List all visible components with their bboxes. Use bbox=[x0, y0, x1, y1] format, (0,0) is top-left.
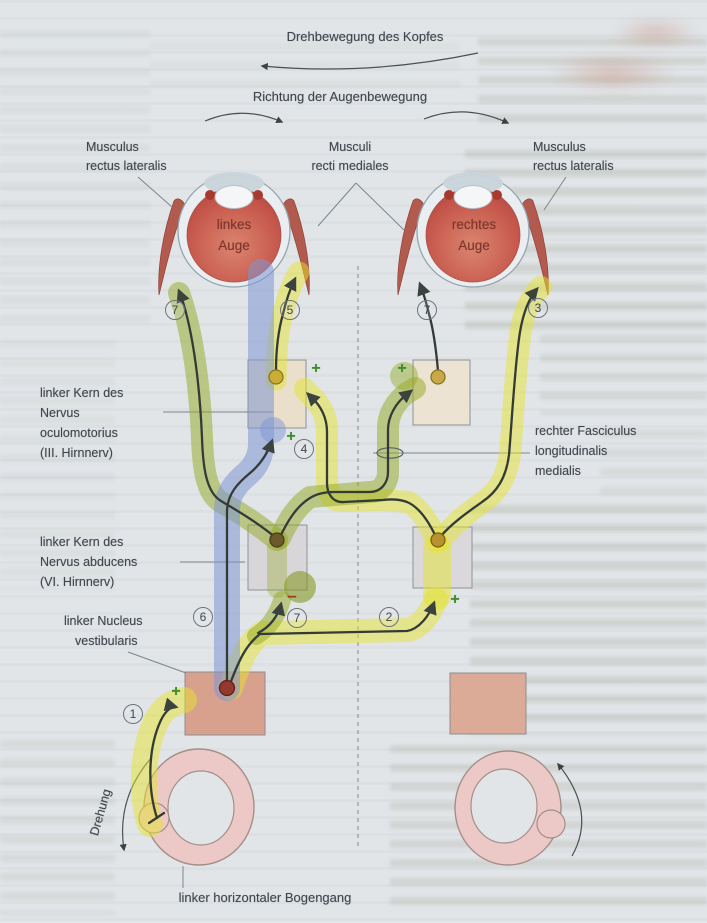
left-abducens-neuron bbox=[269, 532, 285, 548]
right-eye-label: rechtes Auge bbox=[429, 214, 519, 256]
oculomotor-nucleus-label: linker Kern des Nervus oculomotorius (II… bbox=[40, 383, 123, 463]
path-3-to-right-lateral-rectus bbox=[438, 286, 539, 539]
blue-blob-arrow bbox=[260, 417, 286, 443]
label-line: medialis bbox=[535, 464, 581, 478]
hair-cell-bar bbox=[147, 811, 166, 825]
eye-direction-label: Richtung der Augenbewegung bbox=[252, 89, 428, 104]
bleedthrough-text bbox=[0, 340, 115, 590]
label-line: Nervus bbox=[40, 406, 80, 420]
path-2-vestibular-to-right-abducens bbox=[228, 600, 437, 686]
plus-sign-vestibular: + bbox=[171, 683, 181, 700]
pathway-number-4: 4 bbox=[294, 439, 314, 459]
pathway-number-2: 2 bbox=[379, 607, 399, 627]
plus-sign-right-oculomotor: + bbox=[397, 360, 407, 377]
label-line: Musculi bbox=[328, 140, 372, 154]
head-rotation-label: Drehbewegung des Kopfes bbox=[286, 29, 444, 44]
plus-sign-oculomotor-right-input: + bbox=[311, 360, 321, 377]
bleedthrough-text bbox=[478, 38, 707, 133]
minus-sign-left-abducens: – bbox=[287, 586, 297, 605]
label-line: rechtes bbox=[451, 217, 497, 232]
green-blob-plus bbox=[390, 362, 418, 390]
label-line: Nervus abducens bbox=[40, 555, 138, 569]
label-line: Auge bbox=[458, 238, 490, 253]
path-7-to-right-medial-rectus bbox=[417, 281, 440, 373]
pathway-number-7-right-eye: 7 bbox=[417, 300, 437, 320]
label-line: vestibularis bbox=[75, 634, 138, 648]
label-line: rectus lateralis bbox=[533, 159, 614, 173]
path-4-vestibular-to-oculomotor bbox=[225, 438, 275, 684]
label-line: rectus lateralis bbox=[86, 159, 167, 173]
pathway-number-7-left-eye: 7 bbox=[165, 300, 185, 320]
right-lateral-rectus-label: Musculus rectus lateralis bbox=[533, 138, 614, 176]
eye-direction-arrow-left bbox=[204, 112, 284, 124]
pathway-number-1: 1 bbox=[123, 704, 143, 724]
label-line: recti mediales bbox=[311, 159, 389, 173]
bleedthrough-smudge bbox=[548, 52, 678, 94]
neural-pathways bbox=[147, 276, 539, 825]
bleedthrough-smudge bbox=[610, 16, 700, 50]
right-oculomotor-neuron bbox=[430, 369, 446, 385]
highlight-bands bbox=[130, 259, 552, 837]
plus-sign-right-abducens: + bbox=[450, 591, 460, 608]
pathway-number-7-abducens: 7 bbox=[287, 608, 307, 628]
medial-recti-label: Musculi recti mediales bbox=[285, 138, 415, 176]
label-line: Musculus bbox=[533, 140, 586, 154]
label-line: (III. Hirnnerv) bbox=[40, 446, 113, 460]
right-horizontal-canal bbox=[454, 750, 566, 866]
neuron-nodes bbox=[218, 369, 446, 697]
plus-sign-oculomotor-bottom: + bbox=[286, 428, 296, 445]
bleedthrough-text bbox=[0, 30, 150, 330]
label-line: linker Kern des bbox=[40, 535, 124, 549]
bleedthrough-text bbox=[0, 740, 115, 915]
label-line: longitudinalis bbox=[535, 444, 608, 458]
label-line: Auge bbox=[218, 238, 250, 253]
pathway-number-3: 3 bbox=[528, 298, 548, 318]
canal-caption: linker horizontaler Bogengang bbox=[178, 890, 352, 905]
rotation-arrow-right-canal bbox=[557, 762, 583, 857]
flm-label: rechter Fasciculus longitudinalis medial… bbox=[535, 421, 636, 481]
eye-direction-arrow-right bbox=[423, 111, 510, 124]
label-line: linkes bbox=[216, 217, 252, 232]
label-line: Musculus bbox=[86, 140, 139, 154]
label-line: rechter Fasciculus bbox=[535, 424, 637, 438]
head-rotation-arrow bbox=[260, 52, 479, 71]
left-lateral-rectus-label: Musculus rectus lateralis bbox=[86, 138, 167, 176]
flm-ellipse-marker bbox=[376, 447, 404, 459]
bleedthrough-text bbox=[150, 42, 460, 97]
abducens-nucleus-label: linker Kern des Nervus abducens (VI. Hir… bbox=[40, 532, 137, 592]
right-vestibular-nucleus-box bbox=[449, 672, 527, 735]
path-6-inhibit-left-abducens bbox=[256, 601, 286, 635]
label-line: linker Nucleus bbox=[64, 614, 143, 628]
vestibular-nucleus-label: linker Nucleus vestibularis bbox=[64, 611, 143, 651]
label-line: (VI. Hirnnerv) bbox=[40, 575, 115, 589]
bleedthrough-text bbox=[540, 335, 707, 415]
path-internuclear-to-left-oculomotor bbox=[306, 392, 438, 539]
vestibular-neuron bbox=[218, 679, 236, 697]
path-internuclear-to-right-oculomotor bbox=[278, 389, 414, 539]
label-line: linker Kern des bbox=[40, 386, 124, 400]
path-1-canal-to-vestibular bbox=[149, 697, 179, 820]
bleedthrough-text bbox=[600, 430, 707, 500]
pathway-number-5: 5 bbox=[280, 300, 300, 320]
path-7-to-left-lateral-rectus bbox=[176, 288, 277, 539]
pathway-number-6: 6 bbox=[193, 607, 213, 627]
green-blob-minus bbox=[284, 571, 316, 603]
left-eye-label: linkes Auge bbox=[189, 214, 279, 256]
label-line: oculomotorius bbox=[40, 426, 118, 440]
right-abducens-neuron bbox=[430, 532, 446, 548]
left-oculomotor-neuron bbox=[268, 369, 284, 385]
